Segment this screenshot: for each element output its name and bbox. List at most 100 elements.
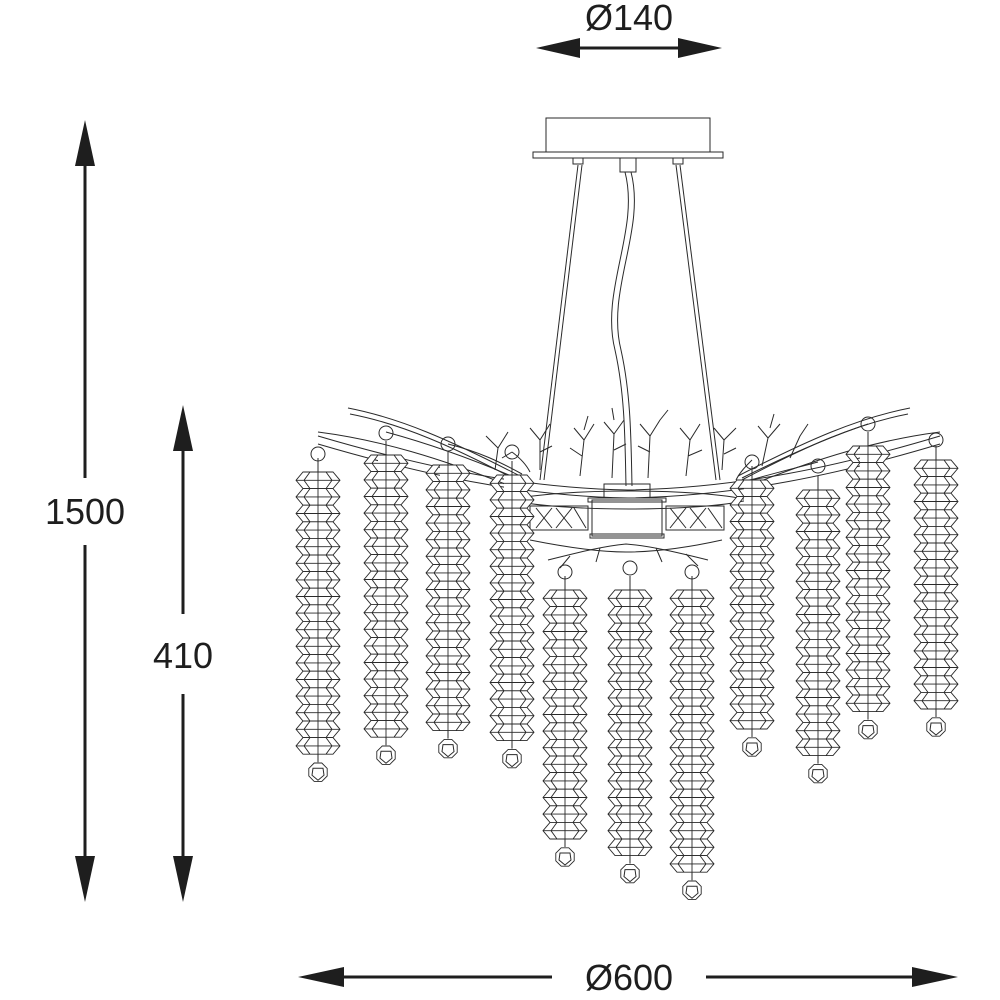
crystal-bead: [542, 821, 588, 840]
light-body-housing: [591, 499, 663, 537]
arm-right-2: [747, 431, 941, 487]
crystal-bead: [845, 561, 891, 580]
crystal-bead: [845, 445, 891, 464]
crystal-bead: [542, 672, 588, 691]
crystal-bead: [669, 639, 715, 657]
crystal-bead: [542, 606, 588, 624]
dim-canopy-label: Ø140: [585, 0, 673, 38]
crystal-bead: [425, 713, 471, 732]
crystal-bead: [845, 478, 891, 497]
crystal-bead: [363, 520, 409, 539]
crystal-bead: [295, 670, 341, 689]
crystal-bead: [489, 557, 535, 576]
crystal-bead: [542, 755, 588, 774]
crystal-drop: [742, 737, 762, 757]
crystal-bead: [363, 637, 409, 655]
crystal-bead: [489, 540, 535, 559]
crystal-drop: [858, 719, 878, 740]
dim-body-height: 410: [153, 405, 213, 902]
crystal-bead: [363, 703, 409, 722]
crystal-bead: [489, 574, 535, 592]
crystal-bead: [845, 628, 891, 646]
crystal-bead: [363, 686, 409, 705]
crystal-bead: [607, 738, 653, 757]
crystal-bead: [913, 675, 959, 693]
crystal-bead: [363, 487, 409, 506]
crystal-bead: [729, 496, 775, 514]
suspension-wire-right: [675, 164, 717, 481]
crystal-bead: [729, 479, 775, 498]
crystal-bead: [669, 788, 715, 807]
dim-body-diameter-label: Ø600: [585, 957, 673, 998]
crystal-bead: [913, 542, 959, 561]
crystal-drop: [438, 738, 458, 759]
crystal-bead: [795, 555, 841, 574]
crystal-bead: [425, 547, 471, 566]
crystal-bead: [542, 772, 588, 790]
crystal-bead: [913, 492, 959, 511]
crystal-strand: [913, 446, 959, 737]
canopy-cup: [545, 117, 711, 153]
crystal-bead: [845, 462, 891, 480]
crystal-bead: [425, 613, 471, 632]
crystal-bead: [845, 545, 891, 563]
crystal-bead: [425, 680, 471, 698]
crystal-bead: [425, 647, 471, 665]
crystal-bead: [295, 587, 341, 606]
crystal-bead: [845, 578, 891, 596]
crystal-bead: [795, 672, 841, 690]
crystal-drop: [620, 863, 640, 884]
crystal-bead: [607, 805, 653, 823]
crystal-bead: [607, 788, 653, 807]
crystal-bead: [795, 589, 841, 607]
crystal-bead: [845, 644, 891, 663]
crystal-bead: [795, 539, 841, 557]
arm-left-4: [447, 443, 523, 475]
crystal-bead: [845, 511, 891, 530]
crystal-bead: [363, 670, 409, 688]
crystal-bead: [913, 608, 959, 627]
crystal-bead: [913, 459, 959, 478]
cable-gland: [619, 157, 637, 173]
crystal-drop: [308, 762, 328, 782]
crystal-drop: [376, 745, 396, 765]
crystal-bead: [295, 737, 341, 755]
crystal-bead: [489, 491, 535, 509]
crystal-bead: [795, 738, 841, 757]
arrowhead-right: [678, 38, 722, 58]
crystal-bead: [295, 488, 341, 506]
crystal-bead: [425, 464, 471, 483]
crystal-bead: [295, 620, 341, 639]
crystal-bead: [669, 722, 715, 740]
crystal-bead: [729, 579, 775, 597]
crystal-bead: [295, 554, 341, 573]
crystal-bead: [607, 606, 653, 624]
crystal-bead: [489, 690, 535, 708]
crystal-bead: [669, 672, 715, 691]
crystal-bead: [795, 688, 841, 707]
crystal-bead: [669, 821, 715, 840]
suspension-wire-left: [539, 164, 579, 481]
crystal-bead: [363, 620, 409, 639]
crystal-bead: [669, 838, 715, 857]
arrowhead-down: [75, 856, 95, 902]
crystal-bead: [542, 689, 588, 707]
crystal-bead: [489, 657, 535, 675]
crystal-bead: [729, 545, 775, 564]
crystal-strand: [795, 476, 841, 784]
crystal-bead: [489, 507, 535, 526]
crystal-strand: [542, 576, 588, 867]
crystal-bead: [363, 554, 409, 572]
crystal-bead: [607, 672, 653, 691]
crystal-bead: [729, 529, 775, 547]
crystal-bead: [363, 720, 409, 738]
crystal-bead: [845, 611, 891, 630]
crystal-bead: [425, 564, 471, 582]
crystal-strand: [489, 461, 535, 769]
arm-left-2: [317, 431, 511, 487]
dim-body-diameter: Ø600: [298, 957, 958, 998]
crystal-bead: [795, 655, 841, 674]
crystal-bead: [795, 506, 841, 524]
crystal-strand: [729, 466, 775, 757]
